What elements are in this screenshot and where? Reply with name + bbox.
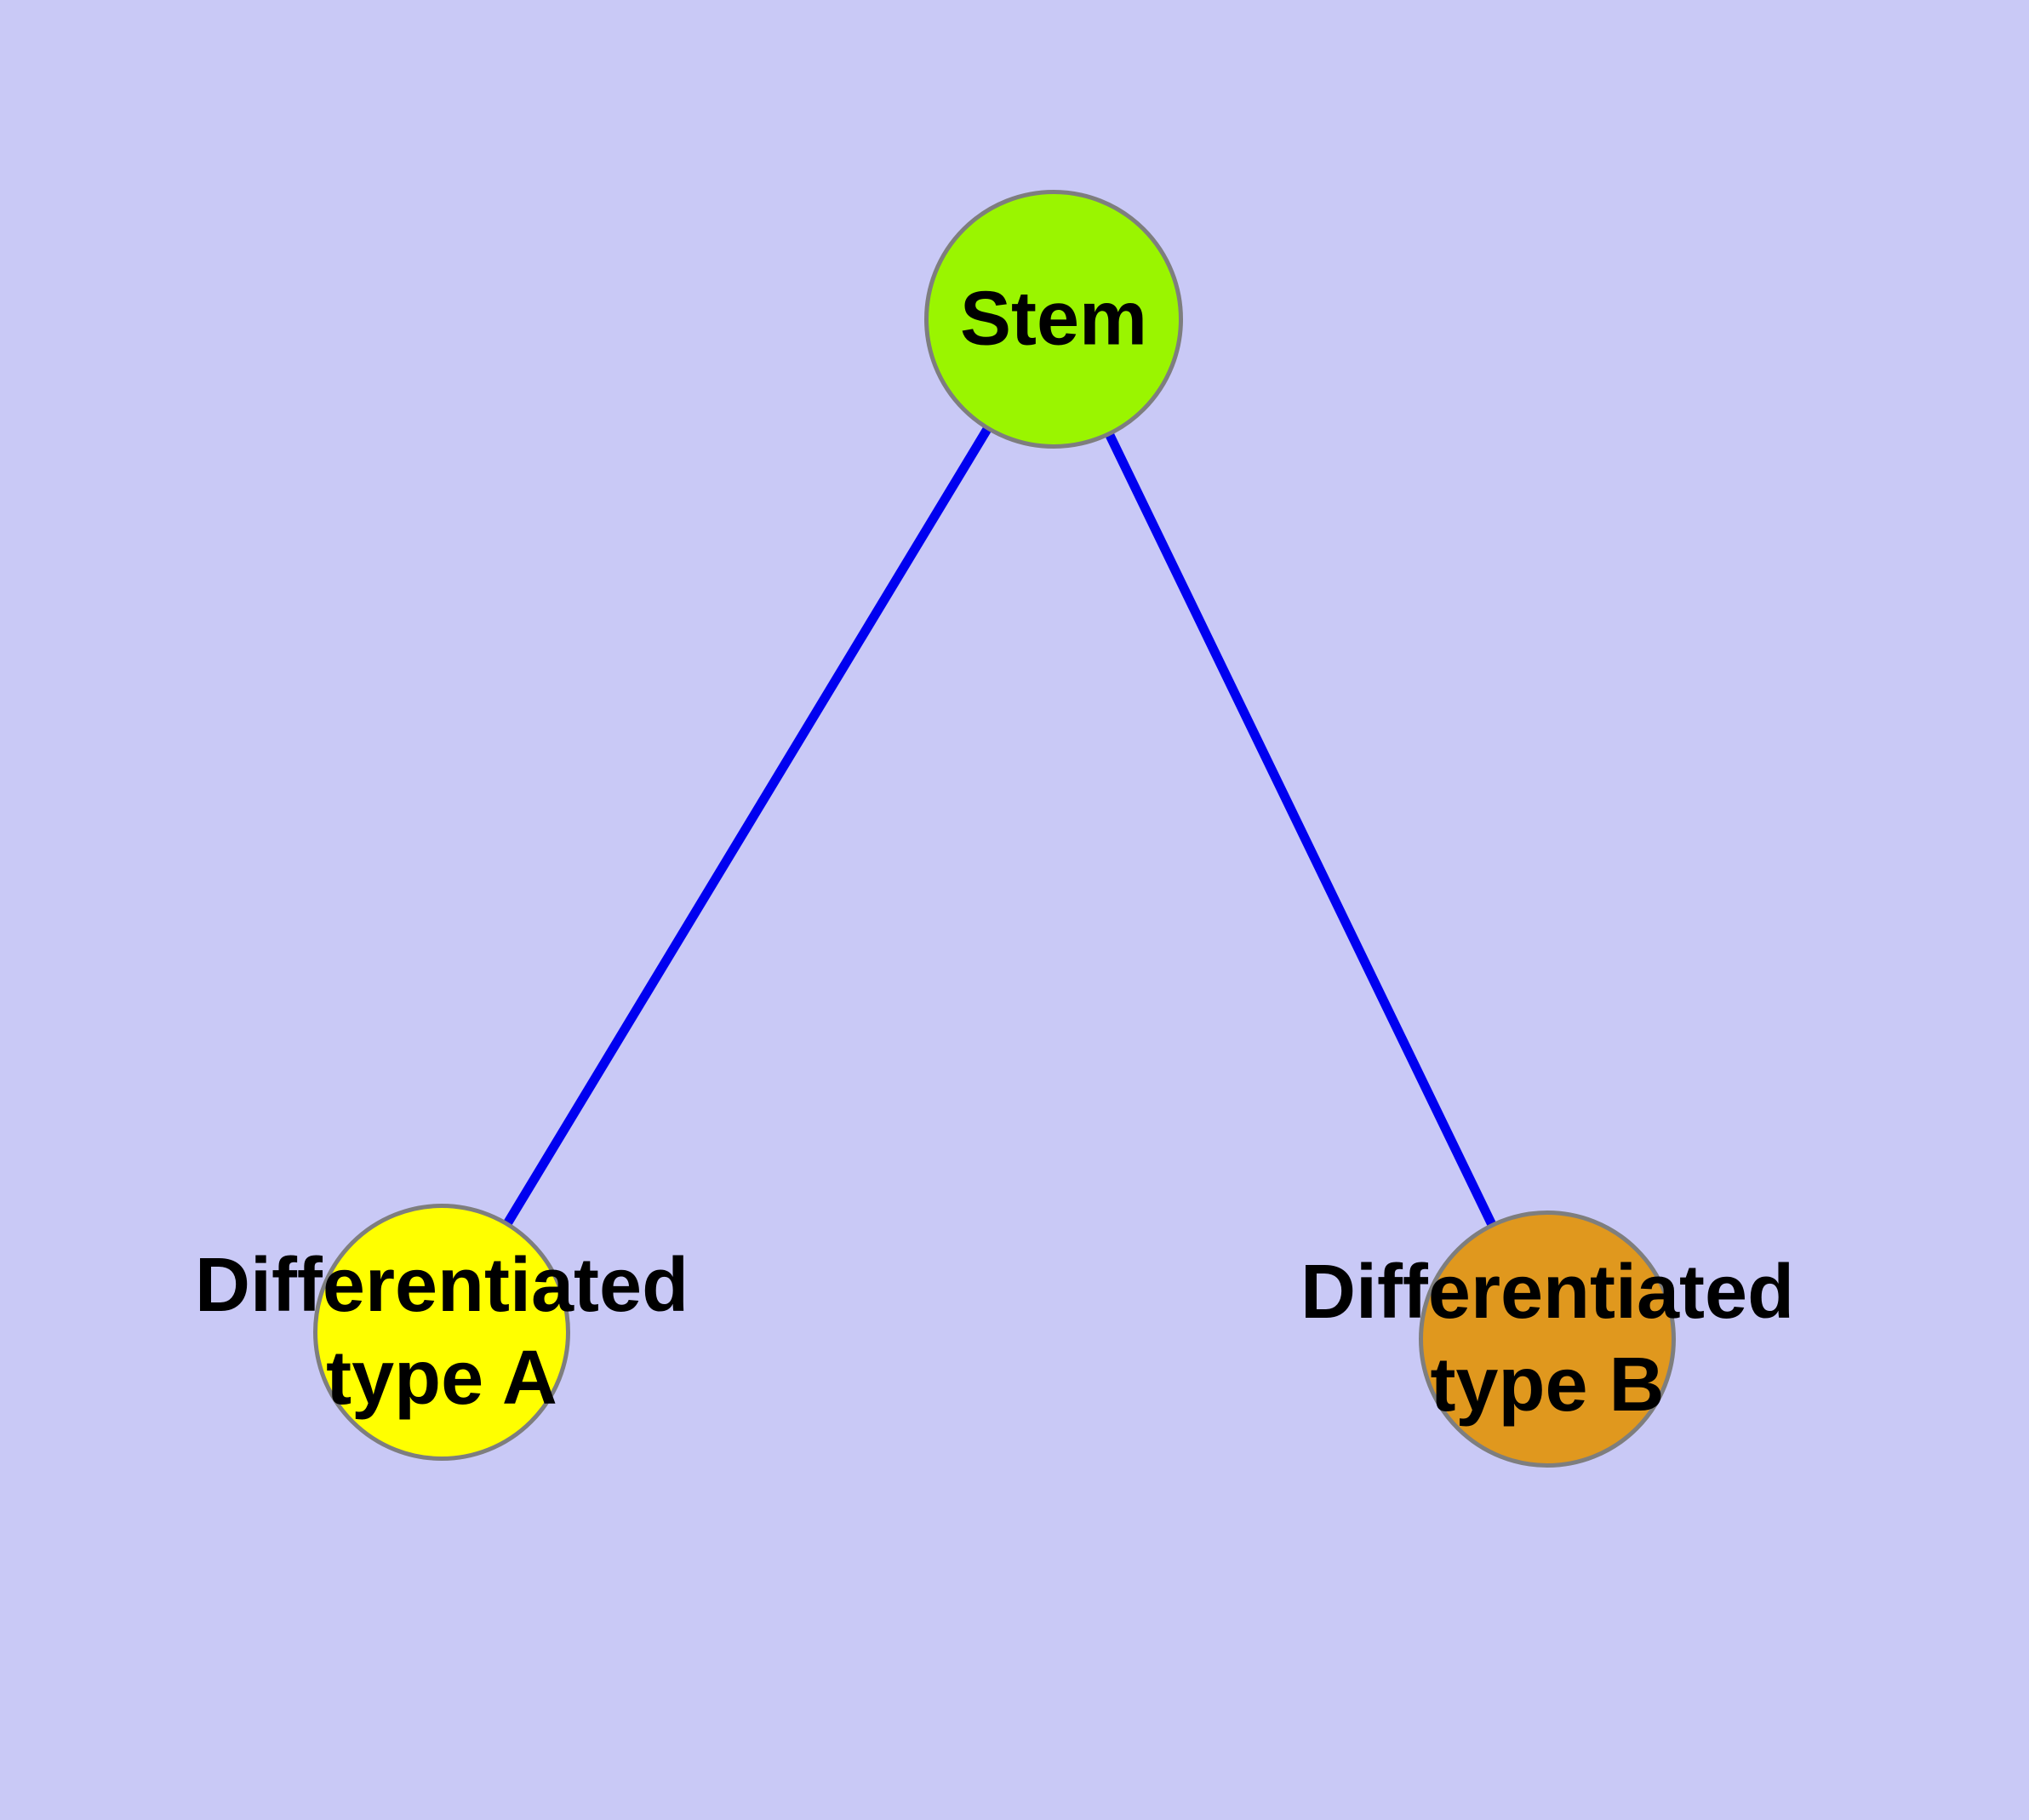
node-differentiated-type-b: Differentiated type B [1300, 1210, 1794, 1468]
node-differentiated-type-a-label: Differentiated type A [194, 1243, 689, 1421]
node-differentiated-type-a: Differentiated type A [195, 1204, 689, 1461]
edge-stem-to-diff-b [1049, 317, 1552, 1342]
edge-stem-to-diff-a [437, 317, 1058, 1335]
node-stem: Stem [924, 190, 1183, 449]
node-differentiated-type-b-label: Differentiated type B [1300, 1250, 1795, 1428]
node-stem-label: Stem [959, 276, 1148, 362]
